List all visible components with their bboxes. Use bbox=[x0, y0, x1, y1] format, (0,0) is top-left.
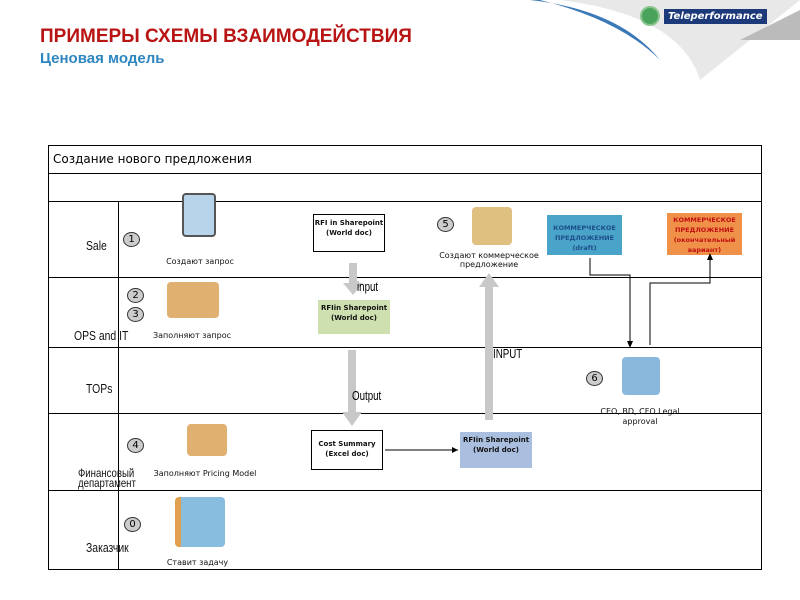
meeting-table-icon bbox=[175, 497, 225, 547]
table-title: Создание нового предложения bbox=[53, 152, 252, 166]
globe-icon bbox=[640, 6, 660, 26]
page-subtitle: Ценовая модель bbox=[40, 50, 165, 67]
step-5-badge: 5 bbox=[437, 217, 454, 232]
people-meeting-icon bbox=[472, 207, 512, 245]
lane-sale: Sale bbox=[86, 238, 107, 253]
lane-finance: Финансовый департамент bbox=[78, 466, 136, 490]
cost-summary-doc: Cost Summary (Excel doc) bbox=[311, 430, 383, 470]
step-5-caption: Создают коммерческое предложение bbox=[439, 251, 539, 269]
arrow-down-2 bbox=[348, 350, 356, 412]
step-3-caption: Заполняют запрос bbox=[152, 331, 231, 340]
step-0-caption: Ставит задачу bbox=[166, 558, 229, 567]
step-6-caption: CEO, BD, CFO Legal approval bbox=[600, 407, 680, 426]
step-0-badge: 0 bbox=[124, 517, 141, 532]
rfi-white-doc: RFI in Sharepoint (World doc) bbox=[313, 214, 385, 252]
person-desk-icon bbox=[187, 424, 227, 456]
step-6-badge: 6 bbox=[586, 371, 603, 386]
lane-tops: TOPs bbox=[86, 381, 113, 396]
step-1-badge: 1 bbox=[123, 232, 140, 247]
arrow-up bbox=[485, 286, 493, 420]
people-desk-icon bbox=[167, 282, 219, 318]
step-3-badge: 3 bbox=[127, 307, 144, 322]
input-label: input bbox=[357, 279, 379, 294]
offer-final-doc: КОММЕРЧЕСКОЕ ПРЕДЛОЖЕНИЕ (окончательный … bbox=[667, 213, 742, 255]
rfi-blue-doc: RFIin Sharepoint (World doc) bbox=[460, 432, 532, 468]
lane-ops: OPS and IT bbox=[74, 328, 129, 343]
clipboard-icon bbox=[182, 193, 216, 237]
arrow-down-1 bbox=[349, 263, 357, 285]
output-label: Output bbox=[352, 388, 382, 403]
handshake-icon bbox=[622, 357, 660, 395]
page-title: ПРИМЕРЫ СХЕМЫ ВЗАИМОДЕЙСТВИЯ bbox=[40, 26, 412, 47]
logo: Teleperformance bbox=[640, 6, 767, 26]
step-2-badge: 2 bbox=[127, 288, 144, 303]
input-up-label: INPUT bbox=[493, 346, 523, 361]
step-1-caption: Создают запрос bbox=[166, 257, 234, 266]
rfi-green-doc: RFIin Sharepoint (World doc) bbox=[318, 300, 390, 334]
step-4-badge: 4 bbox=[127, 438, 144, 453]
step-4-caption: Заполняют Pricing Model bbox=[153, 469, 257, 478]
lane-customer: Заказчик bbox=[86, 540, 129, 555]
offer-draft-doc: КОММЕРЧЕСКОЕ ПРЕДЛОЖЕНИЕ (draft) bbox=[547, 215, 622, 255]
